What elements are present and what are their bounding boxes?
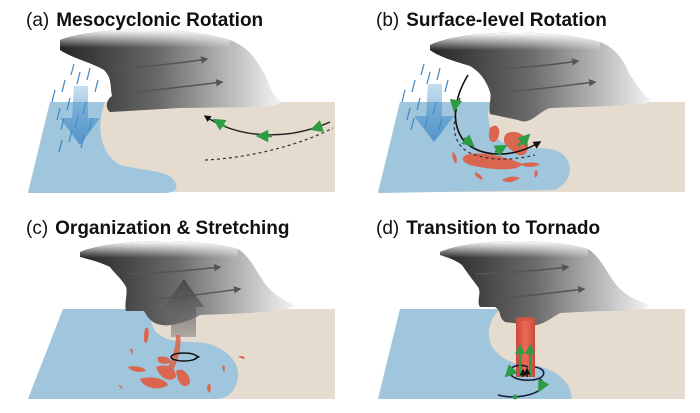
flow-arrow — [449, 98, 463, 113]
upper-level-flow-arrow — [157, 286, 242, 300]
panel-title-text: Organization & Stretching — [55, 218, 290, 239]
updraft-arrow — [164, 279, 204, 337]
panel-title-text: Mesocyclonic Rotation — [56, 10, 264, 31]
stretching-vortex-column — [164, 335, 181, 377]
upper-level-flow-arrow — [114, 56, 209, 70]
panel-b-surface-level-rotation: (b) Surface-level Rotation — [350, 0, 700, 206]
panel-c-title: (c) Organization & Stretching — [26, 218, 290, 240]
panel-d-title: (d) Transition to Tornado — [376, 218, 600, 240]
panel-c-organization-stretching: (c) Organization & Stretching — [0, 207, 350, 413]
panel-b-title: (b) Surface-level Rotation — [376, 10, 607, 32]
upper-level-flow-arrow — [134, 79, 224, 93]
downdraft-arrow — [414, 84, 454, 142]
flow-arrow — [517, 133, 531, 147]
panel-title-text: Surface-level Rotation — [406, 10, 607, 31]
inflow-arrow — [212, 118, 227, 131]
panel-title-text: Transition to Tornado — [406, 218, 601, 239]
panel-letter: (b) — [376, 10, 400, 31]
upper-level-flow-arrow — [129, 263, 222, 275]
panel-letter: (d) — [376, 218, 400, 239]
panel-d-illustration — [378, 241, 685, 400]
vorticity-patches — [118, 327, 245, 393]
upper-level-flow-arrow — [494, 285, 586, 300]
panel-a-mesocyclonic-rotation: (a) Mesocyclonic Rotation — [0, 0, 350, 206]
flow-arrow — [504, 364, 518, 378]
panel-letter: (c) — [26, 218, 49, 239]
panel-b-illustration — [378, 32, 685, 193]
flow-arrow — [461, 134, 475, 148]
panel-a-illustration — [28, 29, 335, 193]
panel-d-transition-to-tornado: (d) Transition to Tornado — [350, 207, 700, 413]
flow-marker — [512, 394, 518, 400]
panel-c-illustration — [28, 241, 335, 399]
flow-arrow — [493, 144, 508, 157]
upper-level-flow-arrow — [484, 58, 580, 70]
tornado-vortex — [516, 319, 535, 377]
flow-arrow — [538, 378, 550, 393]
inflow-arrow — [310, 120, 324, 132]
upper-level-flow-arrow — [507, 78, 597, 93]
panel-letter: (a) — [26, 10, 50, 31]
gust-front-boundary — [453, 97, 536, 160]
panel-a-title: (a) Mesocyclonic Rotation — [26, 10, 263, 32]
upper-level-flow-arrow — [474, 263, 570, 275]
rotation-ring — [170, 352, 198, 362]
downdraft-arrow — [60, 86, 100, 145]
